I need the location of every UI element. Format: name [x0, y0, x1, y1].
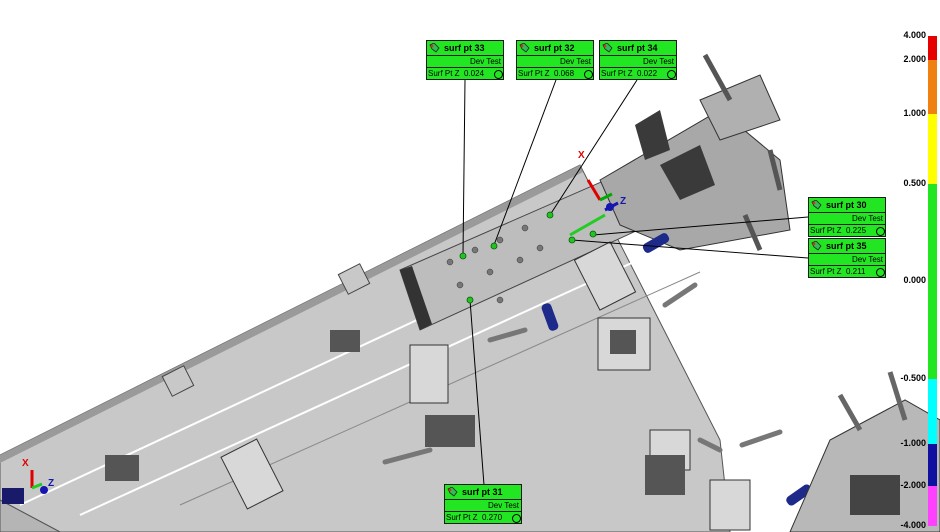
callout-surf-pt-30[interactable]: surf pt 30 Dev Test Surf Pt Z 0.225 [808, 197, 886, 237]
callout-column-header: Dev Test [809, 213, 885, 225]
callout-title: surf pt 32 [534, 43, 575, 53]
callout-surf-pt-31[interactable]: surf pt 31 Dev Test Surf Pt Z 0.270 [444, 484, 522, 524]
callout-header[interactable]: surf pt 32 [517, 41, 593, 56]
callout-row: Surf Pt Z 0.211 [809, 266, 885, 278]
scale-tick-label: 4.000 [903, 30, 926, 40]
callout-header[interactable]: surf pt 31 [445, 485, 521, 500]
test-status-circle-icon [584, 69, 593, 79]
callout-surf-pt-35[interactable]: surf pt 35 Dev Test Surf Pt Z 0.211 [808, 238, 886, 278]
callout-column-header: Dev Test [600, 56, 676, 68]
callout-title: surf pt 30 [826, 200, 867, 210]
callout-value: 0.211 [846, 267, 866, 276]
callout-header[interactable]: surf pt 35 [809, 239, 885, 254]
scale-tick-label: 1.000 [903, 108, 926, 118]
callout-header[interactable]: surf pt 34 [600, 41, 676, 56]
scale-band [928, 444, 937, 486]
scale-tick-label: -0.500 [900, 373, 926, 383]
surface-point-icon [811, 199, 822, 210]
callout-row: Surf Pt Z 0.068 [517, 68, 593, 80]
callout-header[interactable]: surf pt 33 [427, 41, 503, 56]
scale-tick-label: 2.000 [903, 54, 926, 64]
callout-surf-pt-34[interactable]: surf pt 34 Dev Test Surf Pt Z 0.022 [599, 40, 677, 80]
callout-column-header: Dev Test [427, 56, 503, 68]
axis-triad-corner: X Z [2, 458, 54, 504]
callout-header[interactable]: surf pt 30 [809, 198, 885, 213]
callout-title: surf pt 34 [617, 43, 658, 53]
surface-point-icon [447, 486, 458, 497]
callout-value: 0.022 [637, 69, 658, 78]
callout-column-header: Dev Test [809, 254, 885, 266]
callout-surf-pt-33[interactable]: surf pt 33 Dev Test Surf Pt Z 0.024 [426, 40, 504, 80]
clamp-assembly-lower [789, 399, 940, 532]
callout-title: surf pt 31 [462, 487, 503, 497]
scale-band [928, 486, 937, 526]
callout-row: Surf Pt Z 0.225 [809, 225, 885, 237]
axis-z-label: Z [620, 196, 626, 207]
test-status-circle-icon [667, 69, 676, 79]
deviation-color-scale [928, 36, 937, 526]
callout-axis: Surf Pt Z [446, 513, 478, 522]
callout-value: 0.270 [482, 513, 503, 522]
corner-axis-z-label: Z [48, 478, 54, 489]
test-status-circle-icon [876, 226, 885, 236]
callout-row: Surf Pt Z 0.270 [445, 512, 521, 524]
scale-tick-label: 0.500 [903, 178, 926, 188]
surface-point-icon [429, 42, 440, 53]
callout-value: 0.225 [846, 226, 867, 235]
scale-band [928, 60, 937, 114]
callout-axis: Surf Pt Z [810, 226, 842, 235]
callout-title: surf pt 33 [444, 43, 485, 53]
axis-triad-main: X Z [569, 150, 626, 237]
surface-point-icon [602, 42, 613, 53]
callout-axis: Surf Pt Z [518, 69, 550, 78]
plate-edge [0, 165, 583, 463]
test-status-circle-icon [494, 69, 503, 79]
callout-column-header: Dev Test [445, 500, 521, 512]
callout-value: 0.024 [464, 69, 485, 78]
callout-row: Surf Pt Z 0.024 [427, 68, 503, 80]
scale-band [928, 36, 937, 60]
scale-band [928, 281, 937, 379]
scale-band [928, 184, 937, 281]
callout-value: 0.068 [554, 69, 575, 78]
scale-tick-label: 0.000 [903, 275, 926, 285]
test-status-circle-icon [876, 267, 885, 277]
corner-axis-x-label: X [22, 458, 29, 469]
scale-tick-label: -4.000 [900, 520, 926, 530]
surface-point-icon [519, 42, 530, 53]
scale-band [928, 379, 937, 444]
callout-surf-pt-32[interactable]: surf pt 32 Dev Test Surf Pt Z 0.068 [516, 40, 594, 80]
scale-tick-label: -1.000 [900, 438, 926, 448]
callout-axis: Surf Pt Z [810, 267, 842, 276]
scale-tick-label: -2.000 [900, 480, 926, 490]
scale-band [928, 114, 937, 184]
callout-column-header: Dev Test [517, 56, 593, 68]
callout-row: Surf Pt Z 0.022 [600, 68, 676, 80]
axis-x-label: X [578, 150, 585, 161]
test-status-circle-icon [512, 513, 521, 523]
callout-axis: Surf Pt Z [428, 69, 460, 78]
surface-point-icon [811, 240, 822, 251]
callout-axis: Surf Pt Z [601, 69, 633, 78]
callout-title: surf pt 35 [826, 241, 867, 251]
